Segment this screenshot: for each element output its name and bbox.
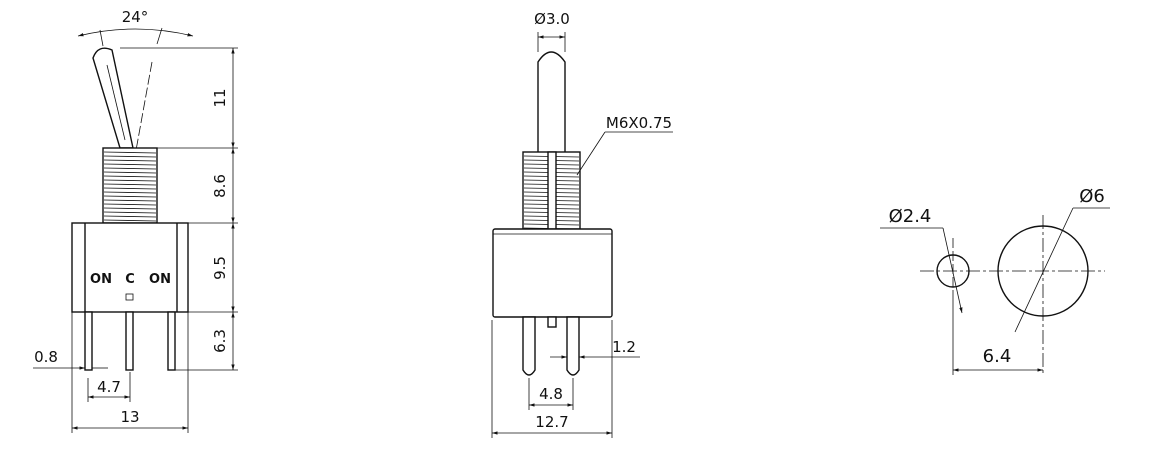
thread-line — [103, 155, 157, 158]
pin-pitch-label: 4.8 — [539, 385, 563, 403]
thread-line — [103, 167, 157, 170]
angle-label: 24° — [122, 8, 149, 26]
body-width-label: 12.7 — [535, 413, 568, 431]
thread-line — [103, 171, 157, 174]
thread-line — [103, 195, 157, 198]
pin-width-label: 1.2 — [612, 338, 636, 356]
marking-on-left: ON — [90, 272, 112, 287]
thread-line — [103, 215, 157, 218]
keyway-slot — [547, 151, 557, 230]
thread-line — [103, 175, 157, 178]
lever — [92, 47, 134, 149]
marking-on-right: ON — [149, 272, 171, 287]
height-pins: 6.3 — [211, 329, 229, 353]
thread-line — [103, 219, 157, 222]
pin-pitch-label: 4.7 — [97, 378, 121, 396]
front-view: Ø3.0 M6X0.75 1.2 4.8 12.7 — [491, 10, 673, 438]
thread-label: M6X0.75 — [606, 114, 672, 132]
thread-line — [103, 207, 157, 210]
panel-cutout: Ø2.4 Ø6 6.4 — [880, 186, 1110, 375]
center-tab — [547, 316, 557, 328]
height-body: 9.5 — [211, 256, 229, 280]
thread-line — [103, 187, 157, 190]
large-hole-label: Ø6 — [1079, 186, 1105, 207]
thread-line — [103, 183, 157, 186]
side-view: 24° ON C ON 11 8.6 9.5 — [33, 8, 238, 433]
body-width-label: 13 — [120, 408, 139, 426]
pin — [167, 311, 176, 371]
thread-line — [103, 179, 157, 182]
thread-line — [103, 159, 157, 162]
thread-line — [103, 191, 157, 194]
body — [71, 222, 189, 313]
height-bushing: 8.6 — [211, 174, 229, 198]
thread-line — [103, 199, 157, 202]
pin — [125, 311, 134, 371]
marking-common: C — [125, 272, 135, 287]
small-hole-label: Ø2.4 — [889, 206, 932, 227]
thread-line — [103, 163, 157, 166]
body — [492, 228, 613, 318]
lever — [537, 51, 566, 152]
thread-line — [103, 211, 157, 214]
pin — [84, 311, 93, 371]
pin — [566, 316, 580, 376]
pin — [522, 316, 536, 376]
angle-arc — [77, 28, 194, 37]
thread-line — [103, 203, 157, 206]
thread-line — [103, 151, 157, 154]
lever-diameter-label: Ø3.0 — [534, 10, 570, 28]
height-lever: 11 — [211, 88, 229, 107]
hole-spacing-label: 6.4 — [983, 346, 1012, 367]
pin-width-label: 0.8 — [34, 348, 58, 366]
